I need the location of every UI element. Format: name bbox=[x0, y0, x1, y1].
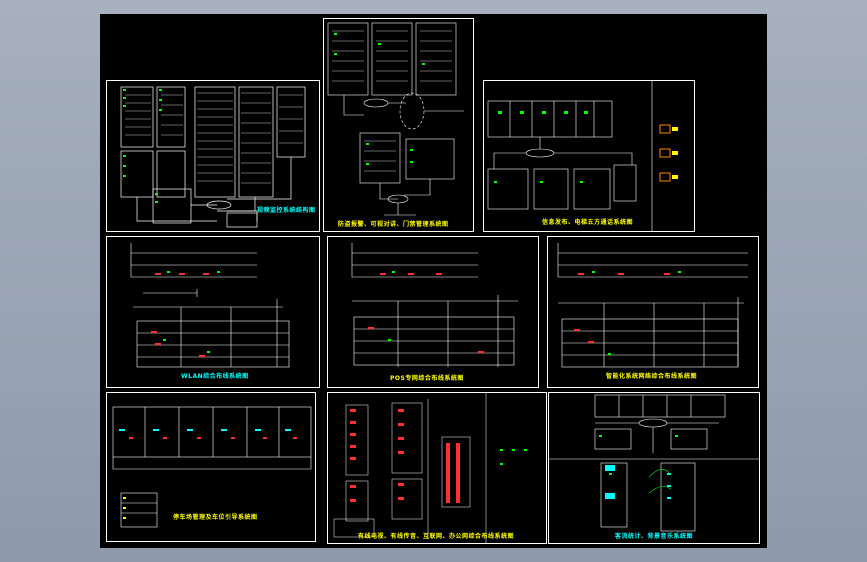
wlan-diagram bbox=[130, 243, 290, 368]
panel-title: POS专网综合布线系统图 bbox=[390, 375, 464, 382]
panel-pos: POS专网综合布线系统图 bbox=[327, 236, 539, 388]
panel-info: 信息发布、电梯五方通话系统图 bbox=[483, 80, 695, 232]
catv-diagram bbox=[333, 393, 527, 543]
panel-music: 客流统计、背景音乐系统图 bbox=[548, 392, 760, 544]
info-diagram bbox=[487, 81, 678, 231]
panel-network: 智能化系统网络综合布线系统图 bbox=[547, 236, 759, 388]
panel-title: 防盗报警、可视对讲、门禁管理系统图 bbox=[338, 221, 449, 228]
music-diagram bbox=[549, 394, 759, 532]
panel-cctv: 视频监控系统结构图 bbox=[106, 80, 320, 232]
panel-wlan: WLAN综合布线系统图 bbox=[106, 236, 320, 388]
network-diagram bbox=[557, 243, 748, 368]
cctv-diagram bbox=[120, 86, 306, 228]
panel-parking: 停车场管理及车位引导系统图 bbox=[106, 392, 316, 542]
panel-title: 信息发布、电梯五方通话系统图 bbox=[542, 219, 634, 226]
panel-catv: 有线电视、有线传音、互联网、办公网综合布线系统图 bbox=[327, 392, 547, 544]
pos-diagram bbox=[351, 243, 518, 367]
parking-diagram bbox=[112, 406, 312, 528]
drawing-sheet: 视频监控系统结构图 bbox=[100, 14, 767, 548]
panel-title: 视频监控系统结构图 bbox=[257, 207, 316, 214]
alarm-diagram bbox=[327, 22, 464, 216]
panel-title: 智能化系统网络综合布线系统图 bbox=[606, 373, 698, 380]
panel-title: WLAN综合布线系统图 bbox=[181, 373, 249, 380]
panel-title: 停车场管理及车位引导系统图 bbox=[173, 514, 258, 521]
panel-title: 客流统计、背景音乐系统图 bbox=[615, 533, 694, 540]
panel-title: 有线电视、有线传音、互联网、办公网综合布线系统图 bbox=[358, 533, 515, 540]
panel-alarm: 防盗报警、可视对讲、门禁管理系统图 bbox=[323, 18, 474, 232]
